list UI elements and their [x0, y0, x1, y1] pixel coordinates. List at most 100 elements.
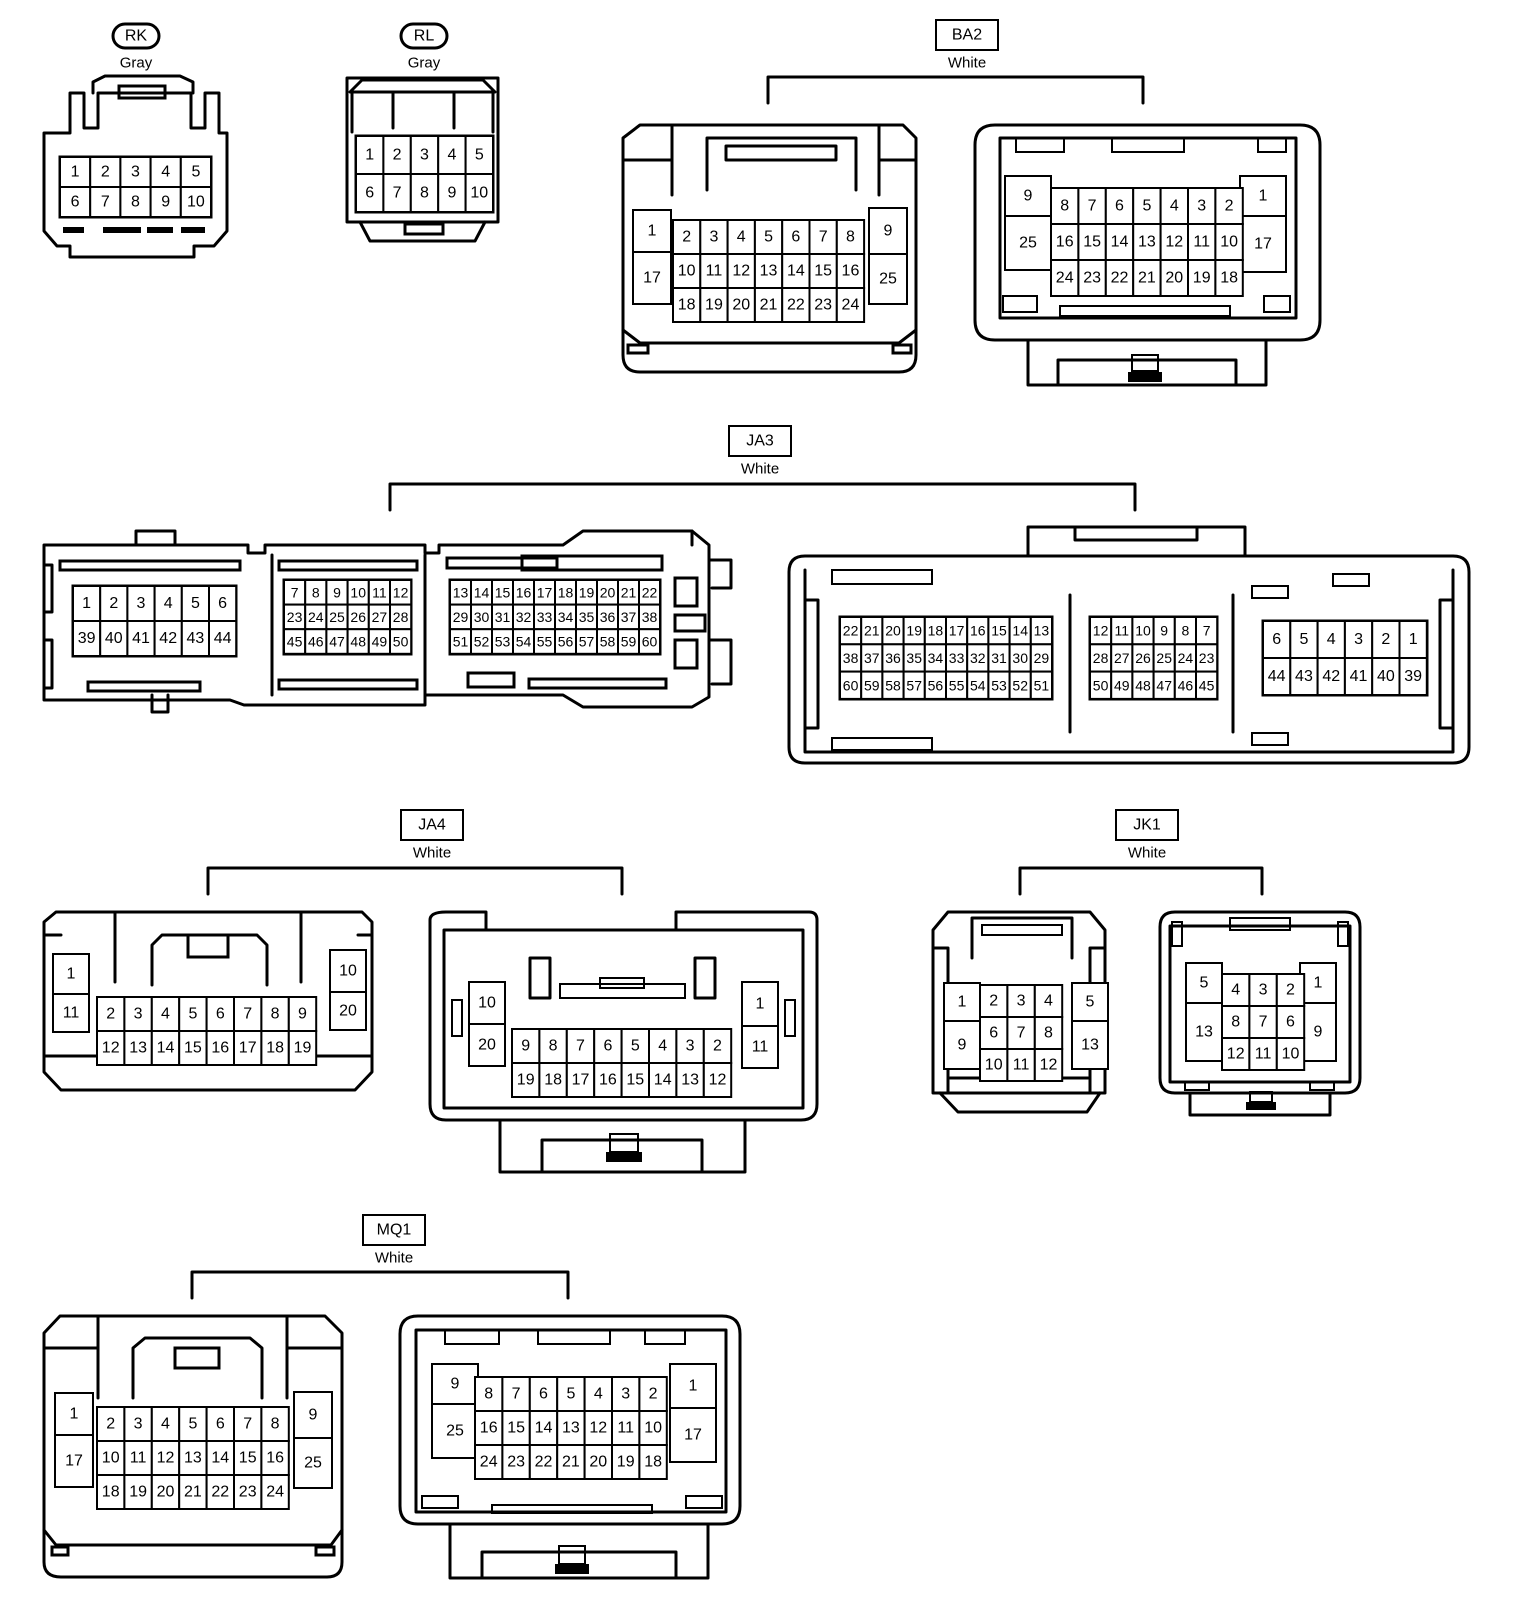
connector-color: White	[1128, 845, 1166, 862]
svg-text:1: 1	[1259, 188, 1268, 205]
pin-6: 6	[1275, 1005, 1306, 1039]
svg-text:2: 2	[989, 993, 998, 1010]
pin-54: 54	[966, 670, 990, 700]
pin-45: 45	[283, 628, 307, 655]
svg-text:9: 9	[1314, 1024, 1323, 1041]
svg-text:12: 12	[1093, 623, 1109, 639]
svg-text:22: 22	[211, 1484, 229, 1501]
pin-23: 23	[808, 287, 838, 323]
svg-text:7: 7	[1088, 198, 1097, 215]
pin-10: 10	[464, 173, 495, 213]
pin-30: 30	[1008, 643, 1032, 673]
pin-6: 6	[208, 585, 238, 622]
pin-20: 20	[468, 1023, 506, 1067]
pin-13: 13	[178, 1440, 208, 1476]
svg-text:48: 48	[350, 634, 366, 650]
pin-14: 14	[1008, 616, 1032, 646]
pin-43: 43	[180, 620, 211, 657]
pin-4: 4	[1316, 620, 1346, 659]
pin-55: 55	[533, 628, 556, 655]
svg-text:18: 18	[544, 1072, 562, 1089]
svg-text:10: 10	[478, 995, 496, 1012]
pin-41: 41	[1343, 657, 1374, 696]
pin-1: 1	[632, 209, 672, 253]
svg-text:54: 54	[516, 634, 532, 650]
pin-16: 16	[966, 616, 990, 646]
svg-text:11: 11	[372, 584, 387, 600]
svg-text:46: 46	[1178, 677, 1194, 693]
svg-text:7: 7	[393, 185, 402, 202]
svg-text:44: 44	[214, 630, 232, 647]
pin-28: 28	[1089, 643, 1113, 673]
pin-6: 6	[1262, 620, 1292, 659]
pin-60: 60	[638, 628, 661, 655]
pin-46: 46	[304, 628, 328, 655]
svg-text:46: 46	[308, 634, 324, 650]
pin-55: 55	[945, 670, 969, 700]
svg-text:16: 16	[211, 1040, 229, 1057]
pin-11: 11	[1006, 1048, 1036, 1082]
svg-text:2: 2	[106, 1006, 115, 1023]
svg-text:3: 3	[621, 1386, 630, 1403]
svg-text:9: 9	[161, 194, 170, 211]
pin-10: 10	[638, 1410, 668, 1446]
connector-code: MQ1	[377, 1222, 412, 1239]
pin-1: 1	[943, 982, 981, 1022]
pin-46: 46	[1173, 670, 1198, 700]
pin-25: 25	[325, 603, 349, 631]
svg-text:4: 4	[164, 595, 173, 612]
pin-3: 3	[675, 1028, 705, 1064]
svg-text:17: 17	[537, 584, 553, 600]
pin-10: 10	[468, 981, 506, 1025]
svg-text:16: 16	[480, 1420, 498, 1437]
pin-8: 8	[260, 1406, 290, 1442]
pin-11: 11	[1248, 1037, 1278, 1071]
pin-20: 20	[596, 579, 619, 606]
svg-text:16: 16	[970, 623, 986, 639]
svg-text:20: 20	[732, 297, 750, 314]
svg-text:34: 34	[928, 650, 944, 666]
pin-9: 9	[1004, 175, 1052, 217]
svg-text:25: 25	[304, 1455, 322, 1472]
pin-2: 2	[99, 585, 129, 622]
svg-text:19: 19	[617, 1454, 635, 1471]
pin-11: 11	[741, 1025, 779, 1069]
svg-text:5: 5	[188, 1006, 197, 1023]
svg-text:4: 4	[1170, 198, 1179, 215]
connector-code: RK	[125, 28, 148, 45]
svg-text:7: 7	[291, 584, 299, 600]
svg-text:4: 4	[658, 1038, 667, 1055]
svg-text:6: 6	[1286, 1014, 1295, 1031]
svg-text:19: 19	[294, 1040, 312, 1057]
svg-text:8: 8	[131, 194, 140, 211]
pin-6: 6	[979, 1016, 1009, 1050]
svg-text:53: 53	[495, 634, 511, 650]
pin-14: 14	[150, 1030, 181, 1066]
svg-text:40: 40	[105, 630, 123, 647]
pin-6: 6	[355, 173, 385, 213]
svg-text:13: 13	[1138, 234, 1156, 251]
pin-1: 1	[52, 953, 90, 995]
pin-20: 20	[726, 287, 756, 323]
svg-text:10: 10	[470, 185, 488, 202]
pin-8: 8	[1050, 187, 1080, 225]
pin-56: 56	[923, 670, 947, 700]
svg-text:6: 6	[989, 1025, 998, 1042]
pin-10: 10	[672, 253, 702, 289]
pin-18: 18	[554, 579, 577, 606]
pin-15: 15	[620, 1062, 650, 1098]
svg-text:60: 60	[642, 634, 658, 650]
pin-57: 57	[575, 628, 598, 655]
pin-3: 3	[126, 585, 156, 622]
svg-text:12: 12	[157, 1450, 175, 1467]
pin-2: 2	[979, 984, 1009, 1018]
pin-15: 15	[987, 616, 1011, 646]
svg-text:11: 11	[1115, 623, 1130, 639]
svg-text:15: 15	[626, 1072, 644, 1089]
pin-23: 23	[1195, 643, 1219, 673]
pin-9: 9	[293, 1391, 333, 1439]
pin-11: 11	[611, 1410, 641, 1446]
pin-23: 23	[1077, 259, 1107, 297]
svg-text:34: 34	[558, 609, 574, 625]
